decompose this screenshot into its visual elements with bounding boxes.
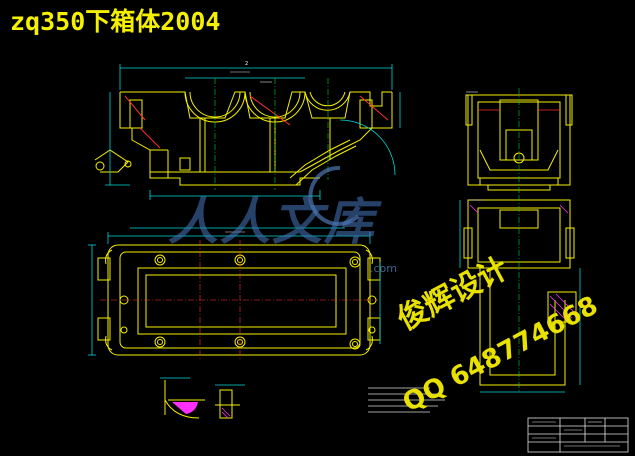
svg-text:2: 2: [245, 61, 248, 67]
detail-view-dims: [160, 377, 245, 386]
drawing-title: zq350下箱体2004: [10, 7, 221, 36]
front-view-section: [124, 95, 389, 149]
watermark-domain: .com: [370, 262, 397, 275]
section-view-dimensions: [459, 200, 581, 393]
title-block-text-stubs: [532, 421, 620, 447]
detail-view-b: [215, 389, 240, 419]
technical-notes: [368, 387, 445, 413]
front-view-dimensions: 2: [105, 61, 401, 200]
dimension-text-stubs: [225, 71, 484, 233]
section-view-hatch: [469, 204, 576, 321]
plan-view: [97, 244, 381, 356]
front-view-centerlines: [214, 78, 329, 190]
detail-view-a: [164, 380, 205, 419]
title-block: [527, 417, 629, 453]
side-view: [465, 94, 573, 191]
front-view: [94, 91, 393, 186]
detail-view-a-hatch: [172, 402, 198, 414]
plan-view-centerlines: [100, 240, 378, 360]
chart-logo-watermark: [308, 165, 360, 226]
plan-view-dimensions: [88, 227, 381, 356]
watermark-site-name: 人人文库: [168, 193, 376, 251]
detail-view-b-hatch: [221, 407, 231, 419]
